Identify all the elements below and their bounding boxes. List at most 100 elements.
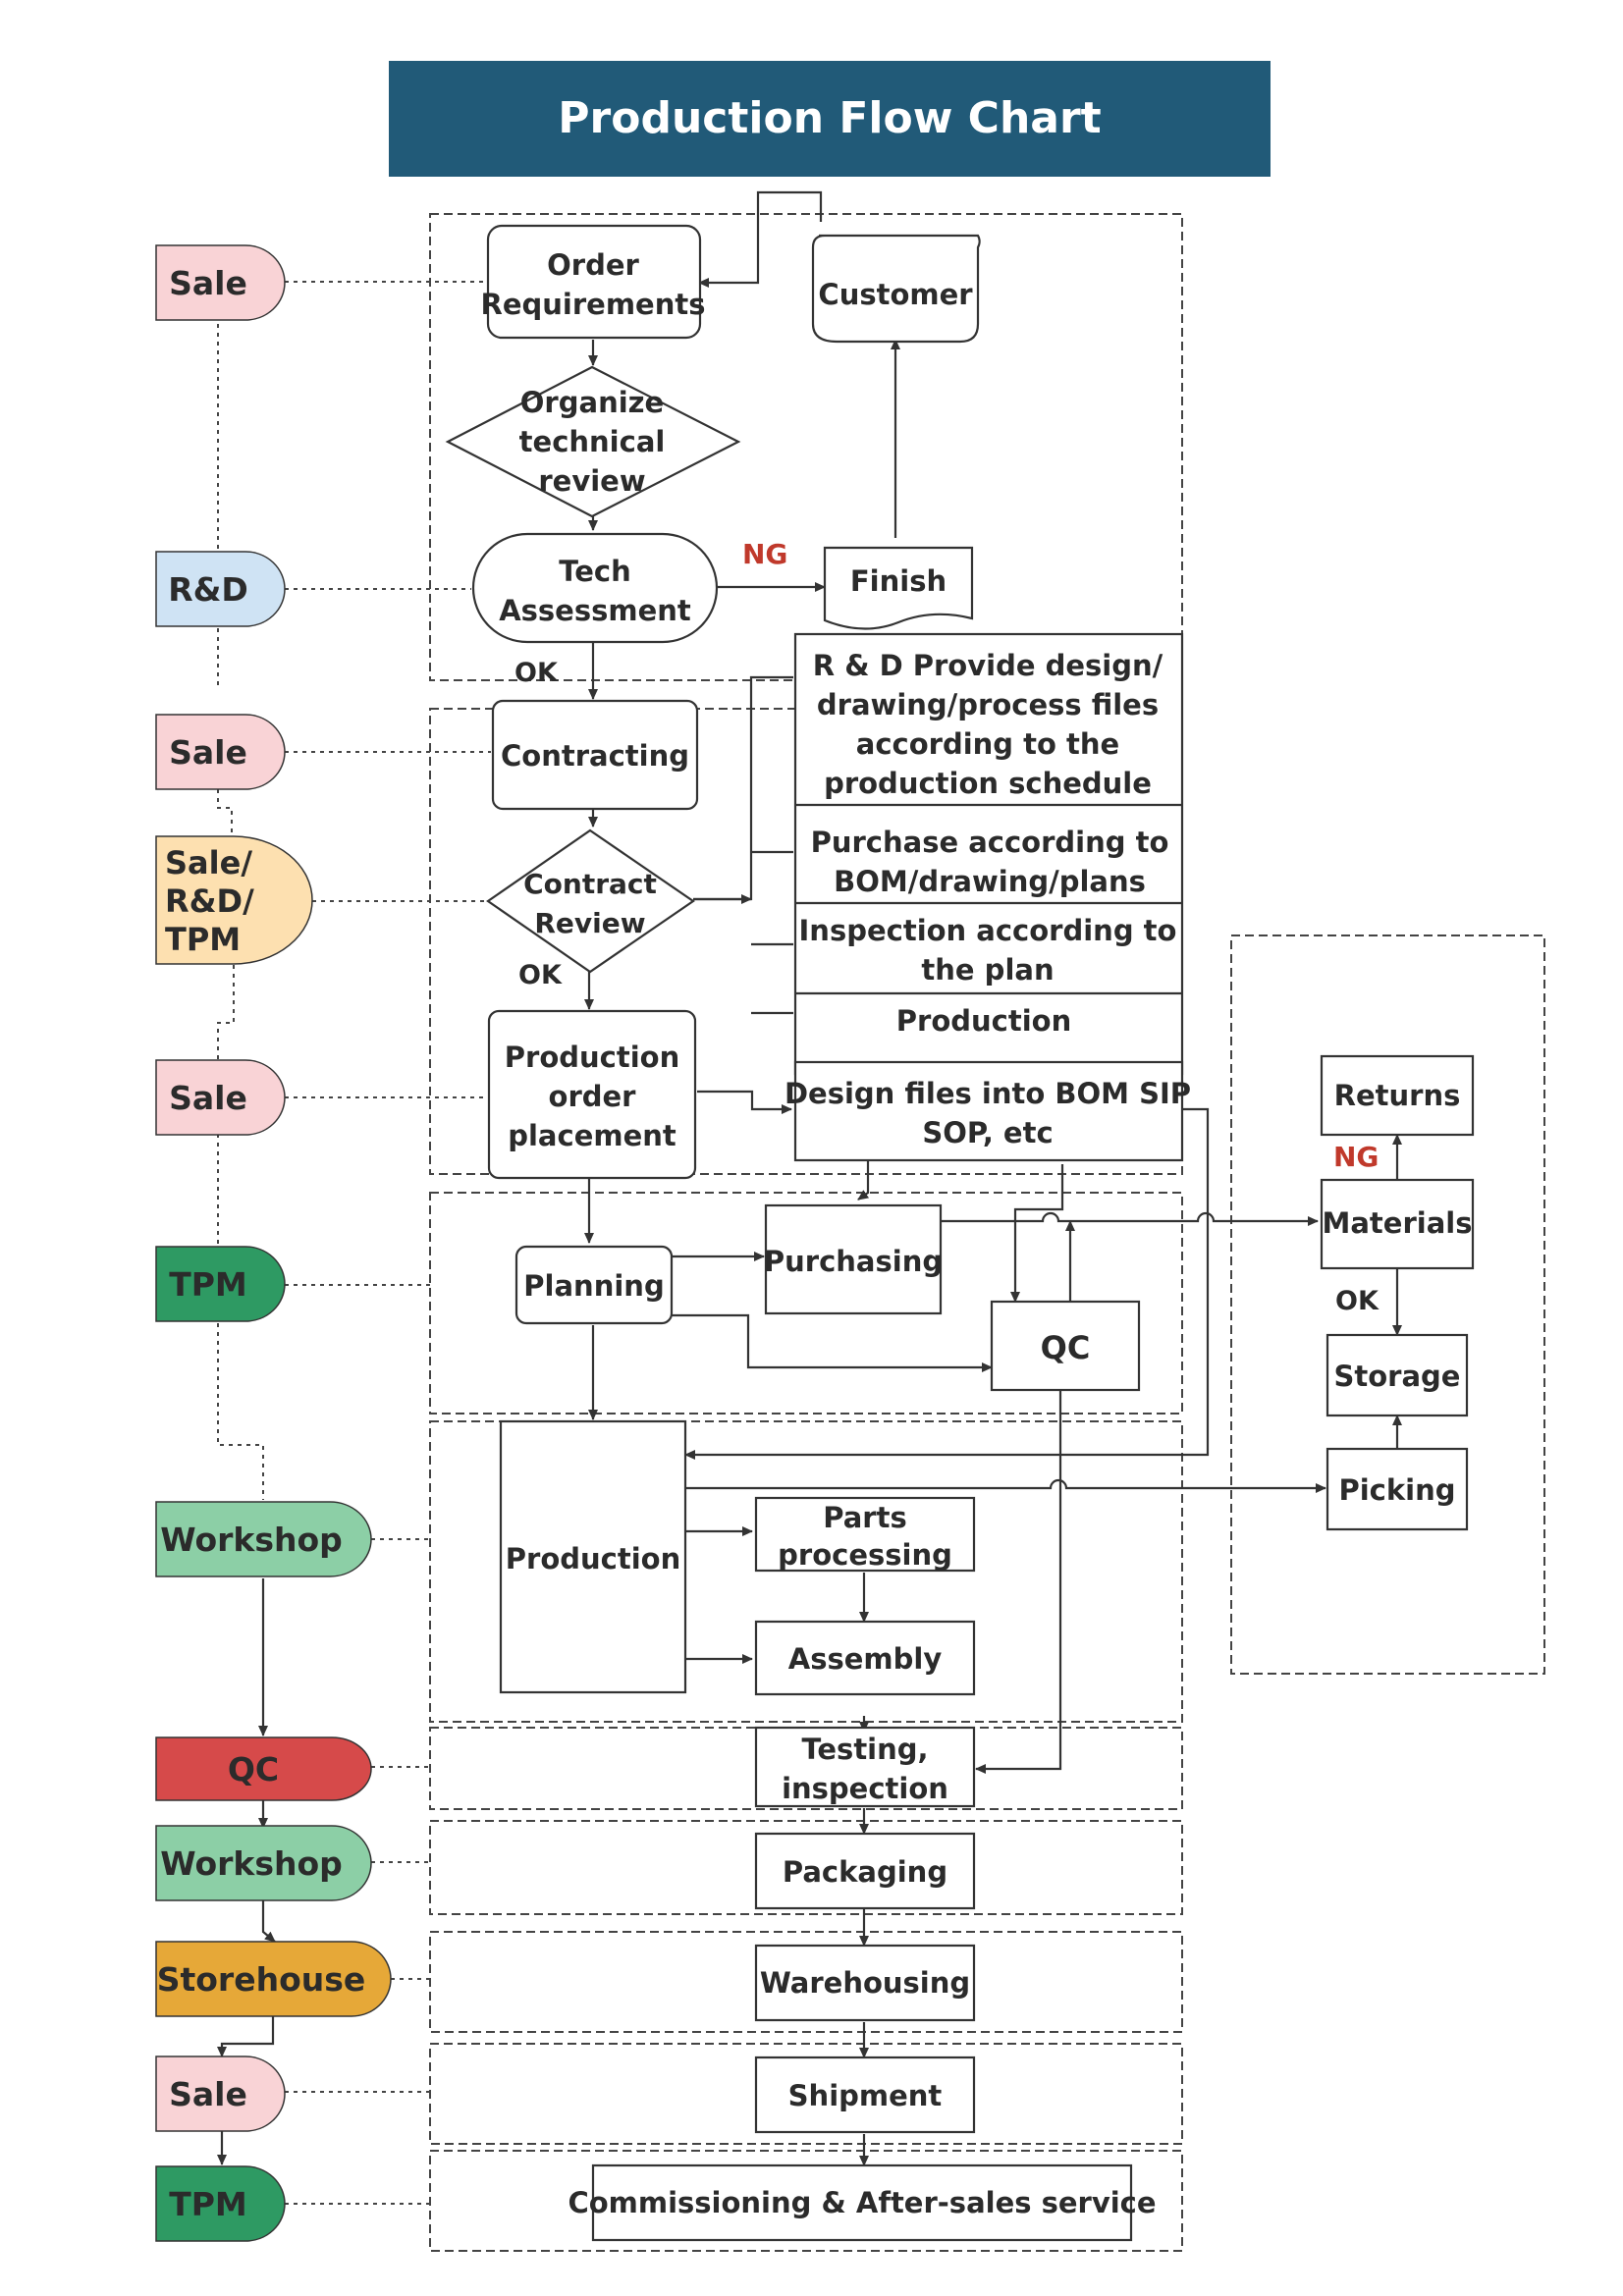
purchasing-box xyxy=(764,1203,943,1315)
design-files-box xyxy=(793,1060,1184,1162)
role-workshop-2 xyxy=(155,1825,372,1901)
role-mixed-label-3: TPM xyxy=(165,921,241,958)
role-sale-3-label: Sale xyxy=(169,1079,247,1117)
order-req-label-2: Requirements xyxy=(481,288,706,321)
testing-label-2: inspection xyxy=(782,1772,948,1805)
role-storehouse-label: Storehouse xyxy=(157,1960,366,1999)
picking-label: Picking xyxy=(1338,1473,1455,1507)
organize-label-3: review xyxy=(538,464,645,498)
table-row3-line2: the plan xyxy=(921,953,1054,987)
picking-box xyxy=(1325,1447,1469,1531)
role-qc-label: QC xyxy=(228,1750,279,1789)
role-sale-3 xyxy=(155,1059,286,1136)
customer-label: Customer xyxy=(818,278,973,311)
role-tpm-2-label: TPM xyxy=(169,2185,247,2223)
design-files-line2: SOP, etc xyxy=(922,1116,1053,1149)
prod-order-label-3: placement xyxy=(508,1119,676,1152)
role-workshop-2-label: Workshop xyxy=(160,1844,343,1883)
role-mixed-label-2: R&D/ xyxy=(165,882,254,920)
packaging-box xyxy=(754,1832,976,1910)
flow-arrows xyxy=(584,190,1402,2166)
design-files-line1: Design files into BOM SIP xyxy=(784,1077,1191,1110)
ok-label-3: OK xyxy=(1335,1286,1380,1316)
table-row4-label: Production xyxy=(896,1004,1071,1038)
contract-review-diamond xyxy=(486,828,695,974)
page-title: Production Flow Chart xyxy=(558,93,1101,143)
materials-box xyxy=(1320,1178,1475,1270)
prod-order-label-2: order xyxy=(549,1080,637,1113)
ng-label-2: NG xyxy=(1333,1141,1379,1173)
table-row1-line1: R & D Provide design/ xyxy=(813,649,1163,682)
contract-review-label-2: Review xyxy=(534,907,645,939)
role-sale-1-label: Sale xyxy=(169,264,247,302)
role-labels: Sale R&D Sale Sale/ R&D/ TPM Sale TPM Wo… xyxy=(157,264,366,2223)
parts-label-1: Parts xyxy=(823,1501,906,1534)
packaging-label: Packaging xyxy=(783,1855,947,1889)
role-workshop-1 xyxy=(155,1501,372,1577)
ok-label-1: OK xyxy=(514,658,559,688)
role-badges xyxy=(155,244,392,2242)
commissioning-box xyxy=(591,2163,1133,2242)
storage-box xyxy=(1325,1333,1469,1417)
contract-review-label-1: Contract xyxy=(523,868,657,900)
role-sale-2-label: Sale xyxy=(169,733,247,772)
organize-label-1: Organize xyxy=(520,386,664,419)
production-order-box xyxy=(487,1009,697,1180)
returns-box xyxy=(1320,1054,1475,1137)
role-flow xyxy=(217,1578,276,2165)
role-sale-2 xyxy=(155,714,286,790)
warehousing-label: Warehousing xyxy=(760,1966,970,2000)
role-rd xyxy=(155,551,286,627)
table-row1-line2: drawing/process files xyxy=(817,688,1159,721)
role-connectors xyxy=(217,281,491,2205)
design-table xyxy=(793,632,1184,1076)
purchasing-label: Purchasing xyxy=(764,1245,943,1278)
role-sale-4-label: Sale xyxy=(169,2075,247,2113)
ok-label-2: OK xyxy=(518,960,563,990)
materials-label: Materials xyxy=(1323,1206,1473,1240)
role-sale-4 xyxy=(155,2056,286,2132)
node-labels: Order Requirements Customer Organize tec… xyxy=(481,248,1473,2219)
assembly-box xyxy=(754,1620,976,1696)
role-qc xyxy=(155,1736,372,1801)
organize-review-diamond xyxy=(445,365,741,518)
parts-label-2: processing xyxy=(778,1538,952,1572)
commissioning-label: Commissioning & After-sales service xyxy=(568,2186,1156,2219)
storage-label: Storage xyxy=(1334,1360,1461,1393)
assembly-label: Assembly xyxy=(788,1642,943,1676)
table-row1-line4: production schedule xyxy=(824,767,1152,800)
production-main-label: Production xyxy=(506,1542,680,1575)
finish-label: Finish xyxy=(850,564,947,598)
planning-box xyxy=(514,1245,674,1325)
order-req-label-1: Order xyxy=(547,248,639,282)
role-tpm-1-label: TPM xyxy=(169,1265,247,1304)
parts-processing-box xyxy=(754,1496,976,1573)
returns-label: Returns xyxy=(1334,1079,1461,1112)
testing-box xyxy=(754,1726,976,1808)
role-rd-label: R&D xyxy=(168,570,248,609)
role-workshop-1-label: Workshop xyxy=(160,1521,343,1559)
role-tpm-1 xyxy=(155,1246,286,1322)
shipment-box xyxy=(754,2056,976,2134)
role-storehouse xyxy=(155,1941,392,2017)
testing-label-1: Testing, xyxy=(801,1733,928,1766)
table-row3-line1: Inspection according to xyxy=(799,914,1177,947)
qc-box-label: QC xyxy=(1041,1329,1091,1366)
customer-box xyxy=(811,234,981,344)
process-shapes xyxy=(445,224,1475,2242)
table-row2-line2: BOM/drawing/plans xyxy=(834,865,1146,898)
table-row1-line3: according to the xyxy=(856,727,1119,761)
role-sale-1 xyxy=(155,244,286,321)
contracting-box xyxy=(491,699,699,811)
prod-order-label-1: Production xyxy=(505,1041,679,1074)
tech-label-1: Tech xyxy=(559,555,630,588)
tech-assessment-box xyxy=(471,532,719,644)
role-mixed xyxy=(155,835,313,965)
warehousing-box xyxy=(754,1944,976,2022)
production-main-box xyxy=(499,1419,687,1694)
ng-label-1: NG xyxy=(742,538,787,570)
shipment-label: Shipment xyxy=(788,2079,943,2112)
qc-box xyxy=(990,1300,1141,1392)
table-row2-line1: Purchase according to xyxy=(811,826,1169,859)
